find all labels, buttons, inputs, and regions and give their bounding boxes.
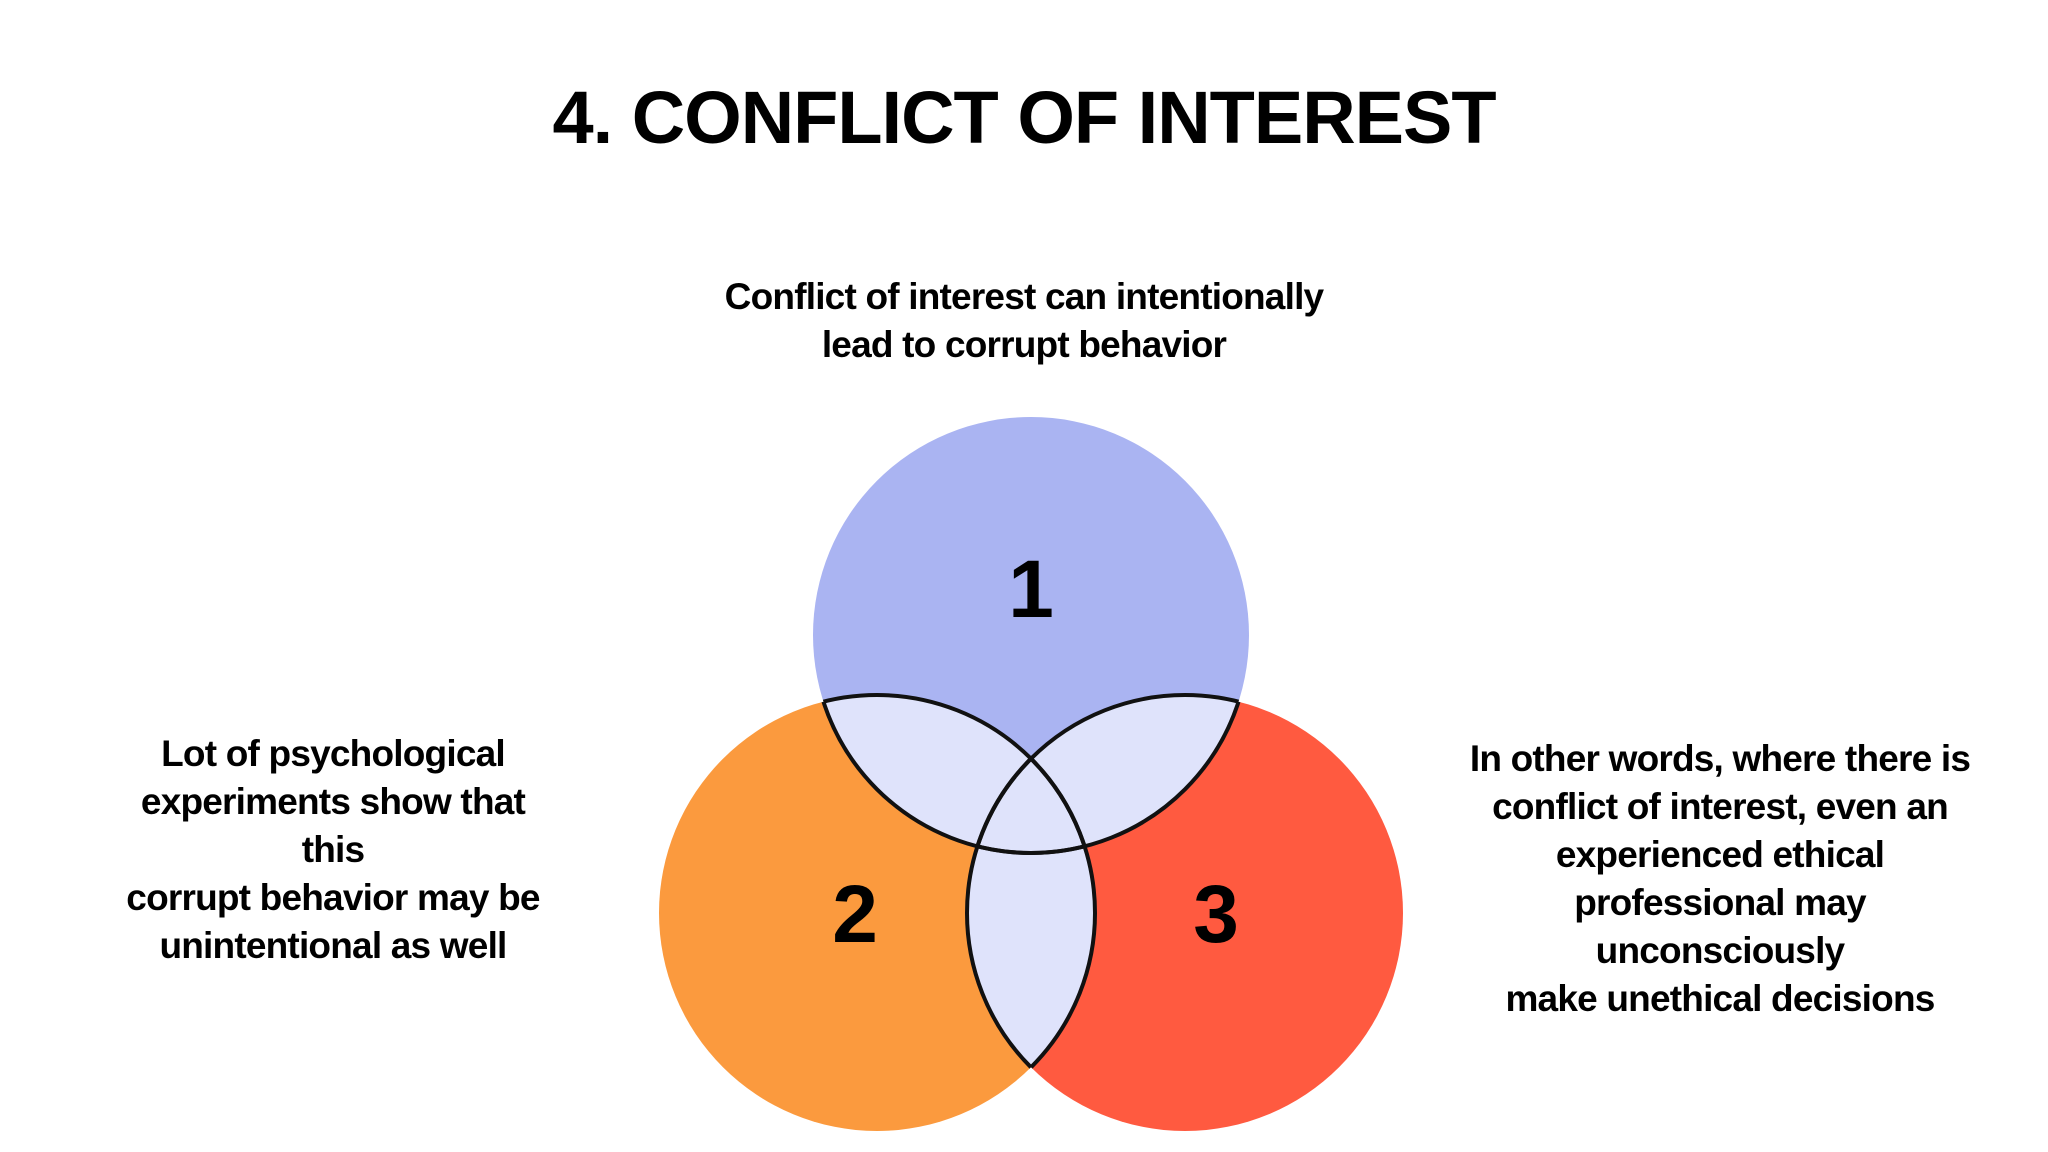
- circle-label-2: 2: [832, 869, 878, 960]
- overlap-1-2: [813, 695, 1095, 853]
- outline-arc: [965, 695, 1095, 1131]
- caption-line: Conflict of interest can intentionally: [724, 276, 1324, 317]
- caption-line: conflict of interest, even an: [1492, 786, 1949, 827]
- outline-arc: [967, 695, 1251, 855]
- caption-line: experiments show that this: [140, 781, 526, 870]
- overlap-1-3: [967, 695, 1249, 853]
- outline-arc: [967, 695, 1097, 1131]
- caption-line: corrupt behavior may be: [126, 877, 540, 918]
- caption-left: Lot of psychological experiments show th…: [108, 730, 558, 970]
- caption-line: experienced ethical: [1555, 834, 1885, 875]
- caption-line: Lot of psychological: [161, 733, 506, 774]
- outline-arc: [813, 693, 1097, 853]
- caption-line: professional may unconsciously: [1574, 882, 1866, 971]
- caption-right: In other words, where there is conflict …: [1450, 735, 1990, 1023]
- caption-top: Conflict of interest can intentionally l…: [724, 273, 1324, 369]
- outline-arc: [965, 693, 1249, 853]
- caption-line: In other words, where there is: [1469, 738, 1971, 779]
- caption-line: lead to corrupt behavior: [821, 324, 1227, 365]
- circle-label-3: 3: [1193, 869, 1239, 960]
- caption-line: unintentional as well: [159, 925, 507, 966]
- circle-label-1: 1: [1008, 544, 1054, 635]
- page-title: 4. CONFLICT OF INTEREST: [552, 76, 1496, 159]
- caption-line: make unethical decisions: [1505, 978, 1935, 1019]
